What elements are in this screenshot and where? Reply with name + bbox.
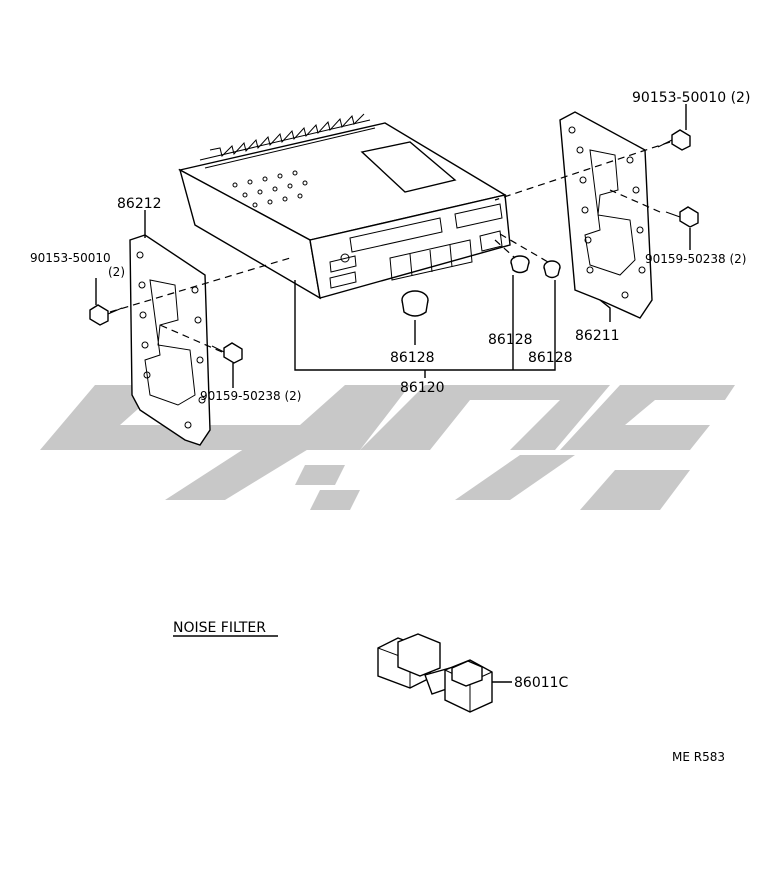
label-bracket-right: 86211 — [575, 328, 620, 344]
knob-right-1 — [510, 255, 530, 274]
label-noise-filter-title: NOISE FILTER — [173, 620, 266, 636]
knob-center — [401, 290, 429, 317]
label-noise-filter-part: 86011C — [514, 675, 569, 691]
label-bolt-left-qty: (2) — [108, 265, 125, 279]
label-bolt-top-right: 90153-50010 (2) — [632, 90, 750, 106]
radio-unit — [178, 113, 511, 300]
label-bracket-left: 86212 — [117, 196, 162, 212]
bolt-top-right-icon — [657, 129, 691, 151]
bolt-left-icon — [89, 304, 123, 326]
vent-holes — [232, 170, 308, 208]
noise-filter — [377, 633, 512, 713]
label-figure-code: ME R583 — [672, 750, 725, 764]
bolt-lower-right-icon — [665, 206, 699, 228]
label-knob-right-1: 86128 — [488, 332, 533, 348]
knob-right-2 — [543, 260, 561, 279]
label-knob-center: 86128 — [390, 350, 435, 366]
label-bolt-lower-right: 90159-50238 (2) — [645, 252, 747, 266]
bolt-lower-left-icon — [211, 342, 243, 364]
label-knob-right-2: 86128 — [528, 350, 573, 366]
watermark — [40, 385, 735, 510]
label-bolt-lower-left: 90159-50238 (2) — [200, 389, 302, 403]
label-bolt-left: 90153-50010 — [30, 251, 111, 265]
bracket-right — [559, 111, 653, 319]
label-radio-assembly: 86120 — [400, 380, 445, 396]
bracket-left — [129, 234, 211, 446]
